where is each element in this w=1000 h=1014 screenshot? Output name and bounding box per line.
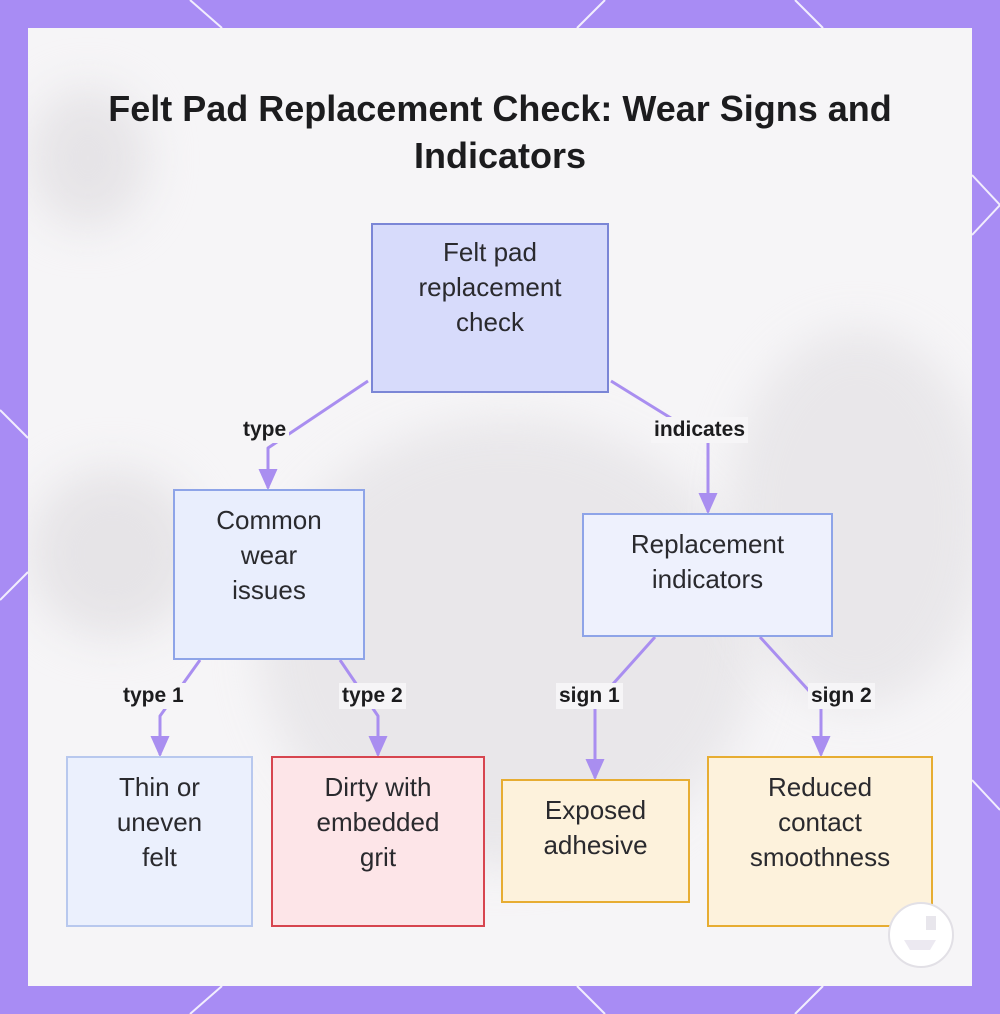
node-dirty-with-embedded-grit: Dirty with embedded grit [271,756,485,927]
edge-label-type-1: type 1 [120,683,187,709]
node-text-line: adhesive [543,830,648,860]
node-text-line: Reduced [767,772,873,802]
node-text-line: Thin or [119,772,200,802]
node-text-line: check [456,307,524,337]
node-text-line: uneven [116,807,203,837]
diagram-title: Felt Pad Replacement Check: Wear Signs a… [28,85,972,179]
edge-label-sign-1: sign 1 [556,683,623,709]
node-text-line: indicators [651,564,764,594]
edge-wear-to-dirty [338,659,388,758]
diagram-title-text: Felt Pad Replacement Check: Wear Signs a… [108,88,892,176]
diagram-card: Felt Pad Replacement Check: Wear Signs a… [28,28,972,986]
node-common-wear-issues: Common wear issues [173,489,365,660]
edge-label-indicates: indicates [651,417,749,443]
node-text-line: smoothness [749,842,891,872]
background-blur-shape [28,88,148,228]
edge-root-to-wear [258,379,369,491]
edge-wear-to-thin [150,659,202,758]
node-text-line: contact [778,807,862,837]
logo-mark-icon [888,902,954,968]
node-text-line: replacement [418,272,562,302]
node-text-line: issues [232,575,306,605]
node-reduced-contact-smoothness: Reduced contact smoothness [707,756,933,927]
background-blur-shape [28,468,198,638]
node-text-line: grit [359,842,397,872]
edge-label-type-2: type 2 [339,683,406,709]
edge-label-sign-2: sign 2 [808,683,875,709]
node-text-line: Replacement [630,529,785,559]
node-replacement-indicators: Replacement indicators [582,513,833,637]
edge-root-to-indicators [610,379,718,515]
node-text-line: felt [142,842,177,872]
node-text-line: Common [216,505,322,535]
node-text-line: embedded [316,807,440,837]
node-felt-pad-replacement-check: Felt pad replacement check [371,223,609,393]
node-text-line: Felt pad [443,237,537,267]
node-thin-or-uneven-felt: Thin or uneven felt [66,756,253,927]
node-text-line: Exposed [544,795,647,825]
edge-label-type: type [240,417,290,443]
node-text-line: Dirty with [324,772,432,802]
node-text-line: wear [240,540,298,570]
node-exposed-adhesive: Exposed adhesive [501,779,690,903]
